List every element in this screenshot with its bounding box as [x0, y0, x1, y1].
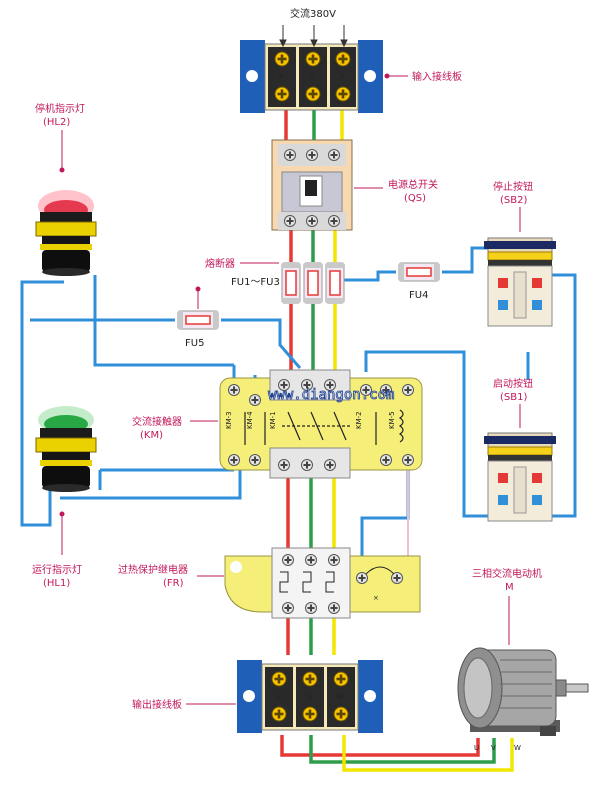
motor-label: 三相交流电动机	[472, 567, 542, 580]
pointer-dot	[59, 167, 65, 173]
input-terminal-s: S	[310, 73, 315, 81]
run-lamp	[35, 406, 97, 493]
motor-terminal-v: V	[491, 744, 496, 752]
fuse-fu4	[398, 262, 440, 282]
contactor	[219, 369, 423, 479]
motor-terminal-w: W	[514, 744, 521, 752]
input-terminal-t: T	[339, 73, 345, 81]
input-terminal-block	[240, 40, 383, 113]
km-contact-1: KM-1	[269, 411, 277, 429]
watermark: www.diangon.com	[268, 387, 394, 403]
supply-arrows	[279, 25, 348, 48]
motor	[457, 647, 589, 736]
output-terminal-w: W	[337, 693, 344, 701]
start-button	[483, 432, 557, 522]
pointer-dot	[59, 511, 65, 517]
stop-lamp	[35, 190, 97, 277]
stop-lamp-label: 停机指示灯	[35, 102, 85, 115]
fu4-label: FU4	[409, 290, 428, 301]
overload-relay-label: 过热保护继电器	[118, 563, 188, 576]
fu5-label: FU5	[185, 338, 204, 349]
pointer-dot	[195, 286, 201, 292]
stop-lamp-code: (HL2)	[43, 117, 70, 128]
supply-label: 交流380V	[290, 7, 336, 20]
output-terminal-v: V	[307, 693, 312, 701]
fuses-fu1-fu3	[281, 262, 345, 304]
motor-code: M	[505, 582, 514, 593]
km-contact-4: KM-4	[246, 411, 254, 429]
output-terminal-block	[237, 660, 383, 733]
main-switch-label: 电源总开关	[388, 178, 438, 191]
output-terminal-u: U	[276, 693, 281, 701]
output-terminal-label: 输出接线板	[132, 698, 182, 711]
motor-terminal-u: U	[474, 744, 479, 752]
contactor-label: 交流接触器	[132, 415, 182, 428]
fuse-label: 熔断器	[205, 257, 235, 270]
fu1-fu3-label: FU1～FU3	[231, 277, 280, 288]
stop-button	[483, 237, 557, 327]
main-switch	[271, 139, 353, 231]
run-lamp-label: 运行指示灯	[32, 563, 82, 576]
run-lamp-code: (HL1)	[43, 578, 70, 589]
overload-relay-code: (FR)	[163, 578, 184, 589]
km-contact-2: KM-2	[355, 411, 363, 429]
km-contact-3: KM-3	[225, 411, 233, 429]
stop-button-code: (SB2)	[500, 195, 527, 206]
control-wiring	[20, 246, 577, 578]
contactor-code: (KM)	[140, 430, 163, 441]
km-contact-5: KM-5	[388, 411, 396, 429]
fuse-fu5	[177, 310, 219, 330]
start-button-label: 启动按钮	[493, 377, 533, 390]
pointer-dot	[384, 73, 390, 79]
overload-relay: ×	[224, 547, 421, 619]
svg-text:×: ×	[373, 594, 379, 602]
input-terminal-r: R	[279, 73, 284, 81]
phase-wire-yellow	[332, 100, 514, 772]
stop-button-label: 停止按钮	[493, 180, 533, 193]
start-button-code: (SB1)	[500, 392, 527, 403]
main-switch-code: (QS)	[404, 193, 426, 204]
input-terminal-label: 输入接线板	[412, 70, 462, 83]
